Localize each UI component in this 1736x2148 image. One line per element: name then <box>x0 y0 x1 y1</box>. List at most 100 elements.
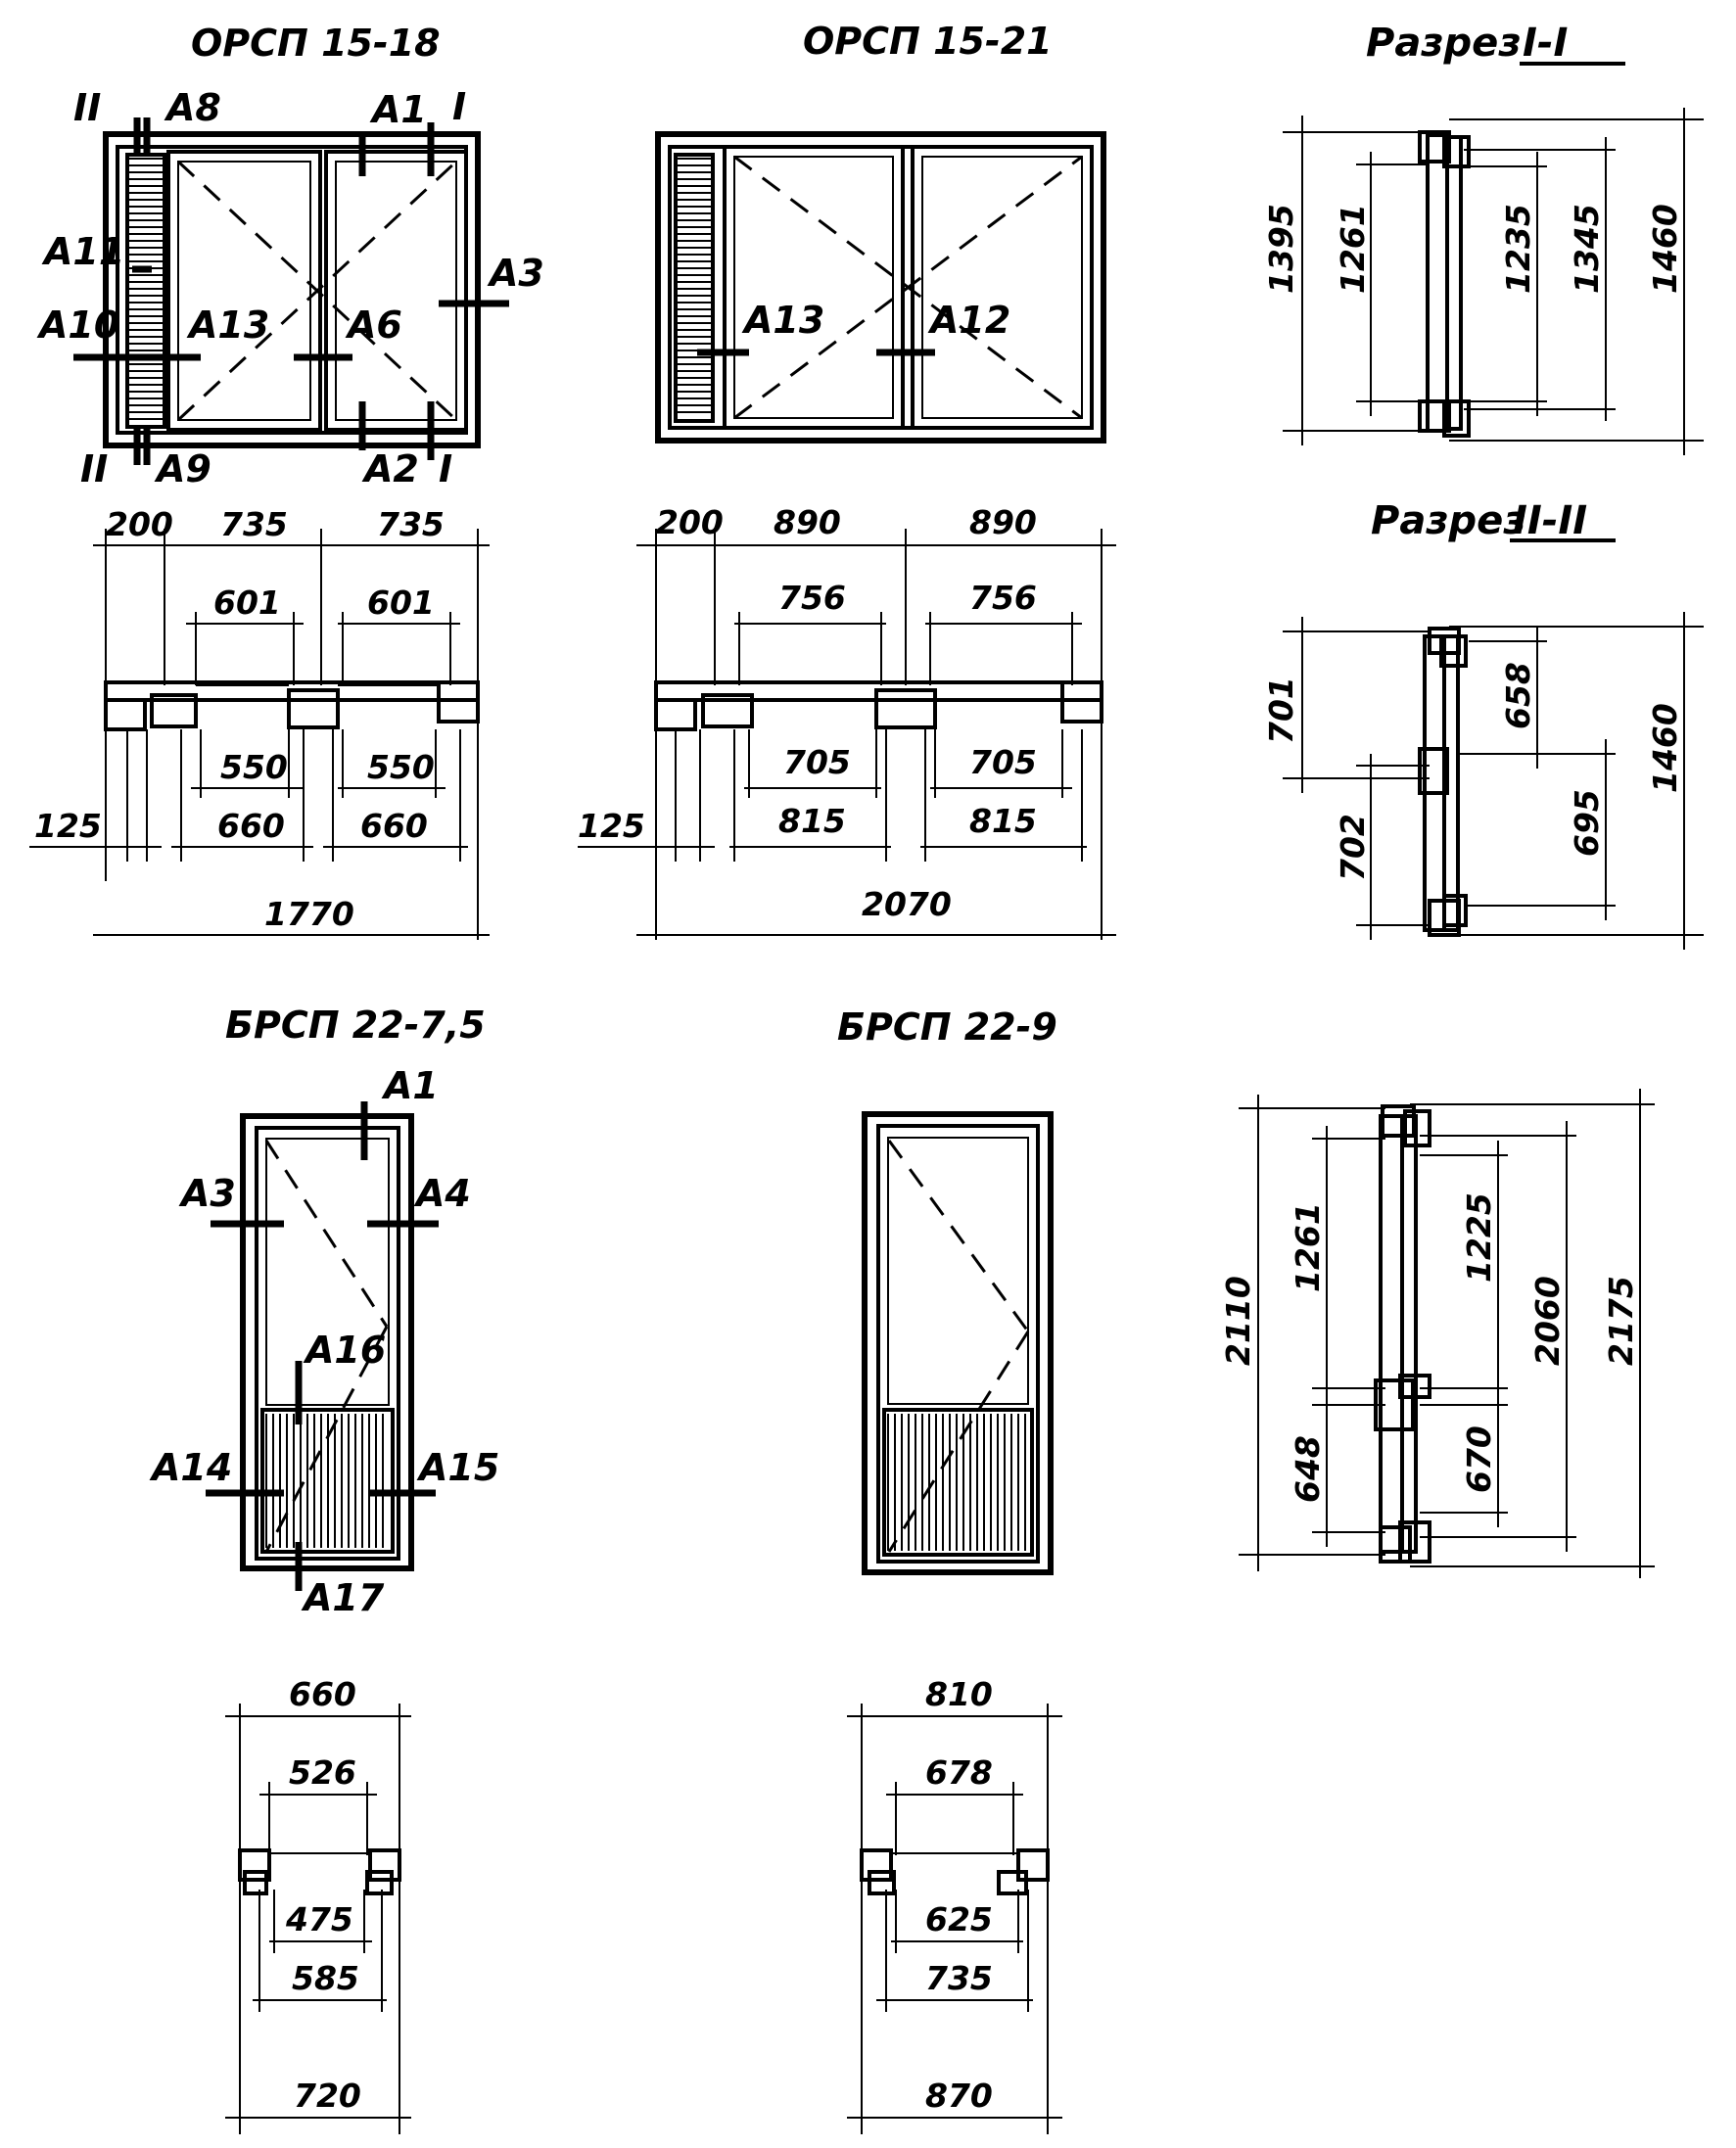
d1-mark-a17: A17 <box>301 1576 385 1619</box>
dim-660-right: 660 <box>360 807 428 845</box>
d1-dim-720: 720 <box>294 2077 361 2115</box>
sec3-dim-2175: 2175 <box>1602 1276 1640 1366</box>
dim-601-right: 601 <box>367 584 435 622</box>
w2-dim-125: 125 <box>578 807 645 845</box>
dim-550-right: 550 <box>367 748 435 786</box>
d1-mark-a1: A1 <box>381 1064 439 1107</box>
w2-dim-890-right: 890 <box>969 503 1037 541</box>
sec2-dim-1460: 1460 <box>1646 703 1684 793</box>
sec3-dim-670: 670 <box>1460 1425 1498 1493</box>
w2-dim-815-left: 815 <box>778 802 846 840</box>
title-brsp-22-9: БРСП 22-9 <box>837 1005 1057 1049</box>
mark-a1: A1 <box>369 88 427 131</box>
sec1-dim-1345: 1345 <box>1568 204 1606 294</box>
d1-dim-475: 475 <box>285 1900 353 1938</box>
w2-dim-756-right: 756 <box>969 579 1037 617</box>
mark-a8: A8 <box>164 86 221 129</box>
sec3-dim-648: 648 <box>1289 1435 1327 1503</box>
title-section-2-num: II-II <box>1513 498 1587 543</box>
mark-a11: A11 <box>41 230 124 273</box>
w2-plan-labels: 200 890 890 756 756 705 705 815 815 125 … <box>578 503 1037 923</box>
w2-dim-756-left: 756 <box>778 579 846 617</box>
mark-a13: A13 <box>186 304 269 347</box>
door-brsp-22-75-elevation <box>206 1101 439 1591</box>
sec2-dim-658: 658 <box>1499 662 1537 729</box>
title-section-2: Разрез <box>1371 498 1526 543</box>
sec1-dim-1395: 1395 <box>1262 204 1300 294</box>
window-orsp-15-21-plan <box>578 529 1116 940</box>
w2-dim-2070: 2070 <box>862 885 952 923</box>
door-brsp-22-9-elevation <box>862 1111 1054 1575</box>
d1-dim-660: 660 <box>289 1675 356 1713</box>
sec1-dim-1460: 1460 <box>1646 204 1684 294</box>
window-orsp-15-18-plan <box>29 529 490 940</box>
d2-plan-labels: 810 678 625 735 870 <box>925 1675 993 2115</box>
section-door-labels: 2110 1261 1225 2060 2175 648 670 <box>1219 1192 1640 1503</box>
section-mark-i-bot: I <box>439 447 452 490</box>
w1-marks: II A8 A1 I A11 A3 A10 A13 A6 II A9 A2 I <box>36 85 544 490</box>
sec3-dim-2060: 2060 <box>1528 1276 1567 1366</box>
section-mark-ii-bot: II <box>80 447 108 490</box>
mark-a2: A2 <box>361 447 419 490</box>
title-section-1-num: I-I <box>1523 21 1568 66</box>
d1-mark-a3: A3 <box>178 1172 236 1215</box>
w1-plan-labels: 200 735 735 601 601 550 550 660 660 125 … <box>34 505 445 933</box>
w2-dim-815-right: 815 <box>969 802 1037 840</box>
section-mark-ii-top: II <box>73 86 101 129</box>
sec3-dim-1225: 1225 <box>1460 1192 1498 1283</box>
dim-125: 125 <box>34 807 102 845</box>
mark-a3: A3 <box>487 252 544 295</box>
section-door <box>1239 1089 1655 1578</box>
mark-a10: A10 <box>36 304 119 347</box>
sec1-dim-1261: 1261 <box>1334 204 1372 294</box>
title-brsp-22-75: БРСП 22-7,5 <box>225 1004 486 1047</box>
w2-dim-890-left: 890 <box>774 503 841 541</box>
d1-marks: A1 A3 A4 A16 A14 A15 A17 <box>149 1064 499 1619</box>
d2-dim-625: 625 <box>925 1900 993 1938</box>
d1-mark-a15: A15 <box>416 1446 499 1489</box>
window-orsp-15-18-elevation <box>73 117 509 465</box>
dim-735-right: 735 <box>377 505 445 543</box>
d2-dim-810: 810 <box>925 1675 993 1713</box>
window-orsp-15-21-elevation <box>655 131 1106 444</box>
d1-mark-a16: A16 <box>303 1329 386 1372</box>
section-1-1 <box>1283 108 1704 455</box>
sec3-dim-2110: 2110 <box>1219 1276 1257 1366</box>
door-brsp-22-75-plan <box>225 1704 411 2134</box>
section-mark-i-top: I <box>452 85 466 128</box>
d2-dim-870: 870 <box>925 2077 993 2115</box>
dim-660-left: 660 <box>217 807 285 845</box>
sec2-dim-701: 701 <box>1262 677 1300 744</box>
d1-mark-a4: A4 <box>413 1172 471 1215</box>
w2-dim-200: 200 <box>656 503 724 541</box>
w2-mark-a13: A13 <box>741 299 824 342</box>
sec1-dim-1235: 1235 <box>1499 204 1537 294</box>
sec3-dim-1261: 1261 <box>1289 1202 1327 1292</box>
d1-dim-526: 526 <box>289 1753 356 1792</box>
d1-mark-a14: A14 <box>149 1446 232 1489</box>
section-1-labels: 1395 1261 1235 1345 1460 <box>1262 204 1684 294</box>
w2-mark-a12: A12 <box>927 299 1010 342</box>
sec2-dim-702: 702 <box>1334 814 1372 881</box>
section-2-labels: 701 658 1460 702 695 <box>1262 662 1684 881</box>
mark-a6: A6 <box>345 304 402 347</box>
w2-dim-705-right: 705 <box>969 743 1037 781</box>
d2-dim-678: 678 <box>925 1753 993 1792</box>
d1-dim-585: 585 <box>292 1959 359 1997</box>
w2-dim-705-left: 705 <box>783 743 851 781</box>
sec2-dim-695: 695 <box>1568 789 1606 857</box>
d2-dim-735: 735 <box>925 1959 993 1997</box>
dim-601-left: 601 <box>213 584 281 622</box>
dim-550-left: 550 <box>220 748 288 786</box>
dim-1770: 1770 <box>264 895 354 933</box>
dim-200: 200 <box>106 505 173 543</box>
title-orsp-15-18: ОРСП 15-18 <box>191 22 441 65</box>
d1-plan-labels: 660 526 475 585 720 <box>285 1675 361 2115</box>
dim-735-left: 735 <box>220 505 288 543</box>
door-brsp-22-9-plan <box>847 1704 1062 2134</box>
title-orsp-15-21: ОРСП 15-21 <box>803 20 1053 63</box>
section-2-2 <box>1283 612 1704 950</box>
title-section-1: Разрез <box>1366 21 1522 66</box>
mark-a9: A9 <box>154 447 211 490</box>
